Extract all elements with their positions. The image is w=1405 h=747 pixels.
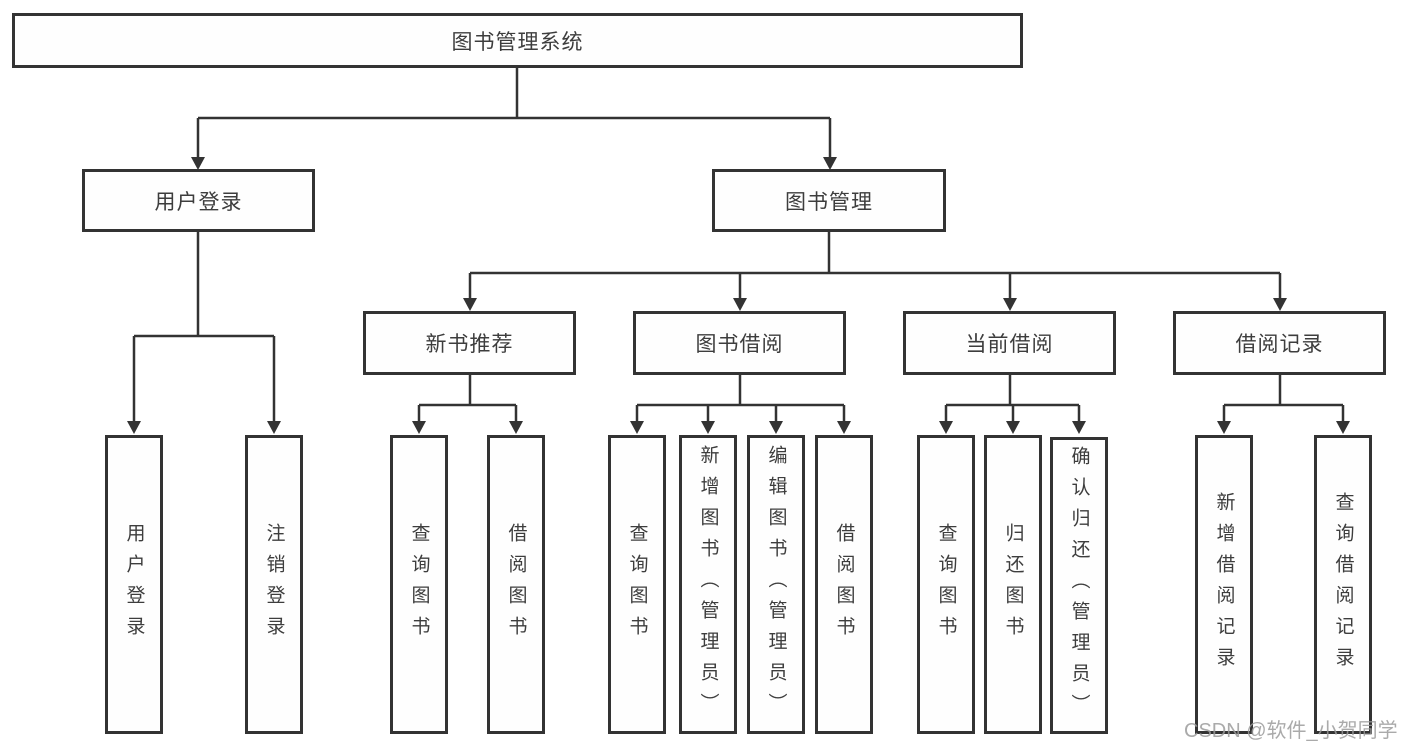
arrowhead-icon xyxy=(733,298,747,311)
connector-records-to-children xyxy=(1222,375,1345,424)
node-label: 图书管理 xyxy=(785,190,873,214)
arrowhead-icon xyxy=(1072,421,1086,434)
node-book-borrowing: 图书借阅 xyxy=(633,311,846,375)
node-new-book-recommendation: 新书推荐 xyxy=(363,311,576,375)
arrowhead-icon xyxy=(1003,298,1017,311)
node-label: 新书推荐 xyxy=(425,333,514,356)
node-edit-book-admin: 编辑图书（管理员） xyxy=(747,435,805,734)
node-user-login-branch: 用户登录 xyxy=(82,169,315,232)
arrowhead-icon xyxy=(412,421,426,434)
arrowhead-icon xyxy=(769,421,783,434)
node-borrow-books-recommend: 借阅图书 xyxy=(487,435,545,734)
node-label: 确认归还（管理员） xyxy=(1068,446,1090,725)
node-label: 归还图书 xyxy=(1002,522,1024,647)
node-label: 当前借阅 xyxy=(965,333,1054,356)
node-query-borrowing-record: 查询借阅记录 xyxy=(1314,435,1372,734)
node-label: 图书借阅 xyxy=(695,333,784,356)
arrowhead-icon xyxy=(701,421,715,434)
node-query-books-current: 查询图书 xyxy=(917,435,975,734)
arrowhead-icon xyxy=(1273,298,1287,311)
node-book-management-branch: 图书管理 xyxy=(712,169,946,232)
arrowhead-icon xyxy=(509,421,523,434)
node-label: 用户登录 xyxy=(154,190,243,214)
node-label: 注销登录 xyxy=(263,522,285,647)
node-label: 图书管理系统 xyxy=(451,30,584,54)
connector-borrowing-to-children xyxy=(635,375,846,424)
node-label: 借阅图书 xyxy=(505,522,527,647)
node-logout: 注销登录 xyxy=(245,435,303,734)
node-label: 查询图书 xyxy=(626,522,648,647)
node-current-borrowing: 当前借阅 xyxy=(903,311,1116,375)
node-query-books-borrow: 查询图书 xyxy=(608,435,666,734)
node-query-books-recommend: 查询图书 xyxy=(390,435,448,734)
node-return-book: 归还图书 xyxy=(984,435,1042,734)
arrowhead-icon xyxy=(267,421,281,434)
arrowhead-icon xyxy=(127,421,141,434)
node-add-borrowing-record: 新增借阅记录 xyxy=(1195,435,1253,734)
connector-bookmgmt-to-level3 xyxy=(468,232,1282,301)
arrowhead-icon xyxy=(1217,421,1231,434)
connector-recommend-to-children xyxy=(417,375,518,424)
arrowhead-icon xyxy=(837,421,851,434)
watermark: CSDN @软件_小贺同学 xyxy=(1184,720,1398,742)
node-label: 新增图书（管理员） xyxy=(697,445,719,724)
arrowhead-icon xyxy=(1006,421,1020,434)
node-label: 新增借阅记录 xyxy=(1213,491,1235,678)
arrowhead-icon xyxy=(630,421,644,434)
arrowhead-icon xyxy=(939,421,953,434)
connector-root-to-level2 xyxy=(196,68,832,160)
node-label: 借阅图书 xyxy=(833,522,855,647)
node-confirm-return-admin: 确认归还（管理员） xyxy=(1050,437,1108,734)
node-borrowing-records: 借阅记录 xyxy=(1173,311,1386,375)
connector-current-to-children xyxy=(944,375,1081,424)
node-user-login: 用户登录 xyxy=(105,435,163,734)
node-label: 用户登录 xyxy=(123,522,145,647)
node-label: 查询图书 xyxy=(935,522,957,647)
arrowhead-icon xyxy=(463,298,477,311)
node-label: 查询借阅记录 xyxy=(1332,491,1354,678)
node-add-book-admin: 新增图书（管理员） xyxy=(679,435,737,734)
node-label: 查询图书 xyxy=(408,522,430,647)
node-label: 编辑图书（管理员） xyxy=(765,445,787,724)
node-library-management-system: 图书管理系统 xyxy=(12,13,1023,68)
arrowhead-icon xyxy=(1336,421,1350,434)
node-label: 借阅记录 xyxy=(1235,333,1324,356)
connector-userlogin-to-children xyxy=(132,232,276,424)
node-borrow-books-borrow: 借阅图书 xyxy=(815,435,873,734)
